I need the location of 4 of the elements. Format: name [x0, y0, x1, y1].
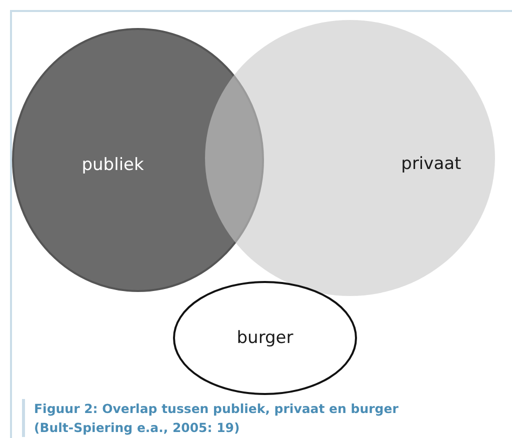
figure-caption: Figuur 2: Overlap tussen publiek, privaat en burger (Bult-Spiering e.a., 2005: 19)	[34, 400, 400, 437]
set-label: burger	[236, 328, 294, 348]
set-label: publiek	[82, 155, 144, 176]
set-label: privaat	[401, 154, 462, 174]
